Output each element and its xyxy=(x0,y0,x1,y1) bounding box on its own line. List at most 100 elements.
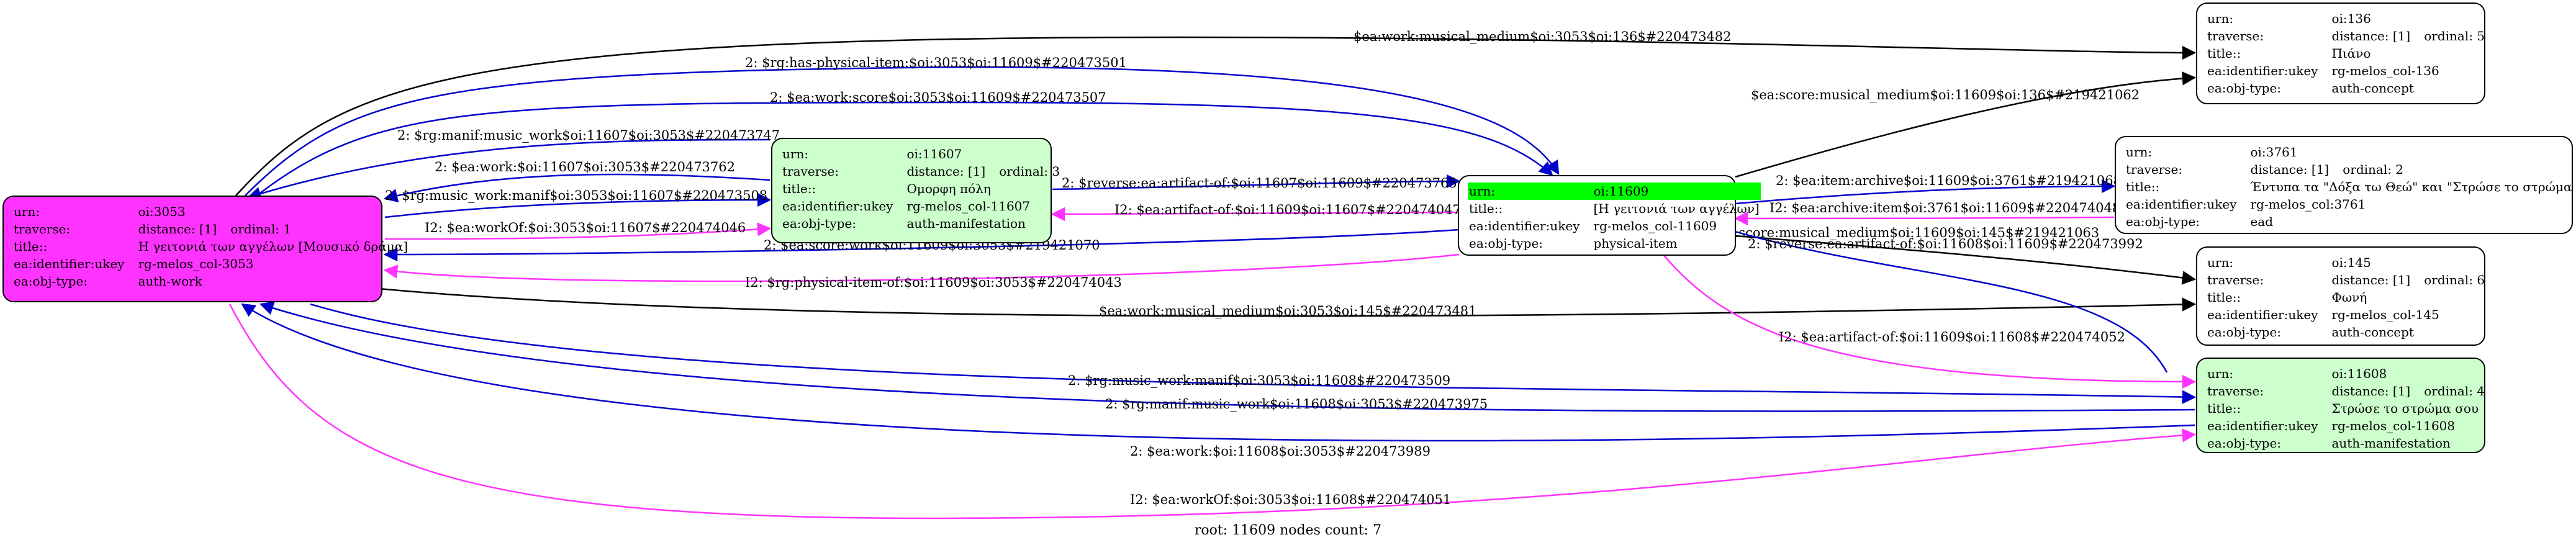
edge-label: 2: $ea:work:$oi:11607$oi:3053$#220473762 xyxy=(435,160,735,174)
value-objtype: auth-manifestation xyxy=(906,216,1026,231)
edge-e7: I2: $ea:workOf:$oi:3053$oi:11607$#220474… xyxy=(384,220,772,240)
value-traverse: distance: [1] xyxy=(906,164,986,179)
value-traverse: distance: [1] xyxy=(2331,272,2411,287)
key-traverse: traverse: xyxy=(782,164,839,179)
key-title: title:: xyxy=(782,181,816,196)
value-traverse: distance: [1] xyxy=(138,222,217,236)
key-traverse: traverse: xyxy=(2207,384,2264,399)
value-traverse: distance: [1] xyxy=(2250,162,2330,177)
edge-label: I2: $ea:archive:item$oi:3761$oi:11609$#2… xyxy=(1769,200,2120,215)
value-title: Στρώσε το στρώμα σου xyxy=(2331,401,2479,416)
key-traverse: traverse: xyxy=(2207,29,2264,43)
key-objtype: ea:obj-type: xyxy=(2207,325,2282,340)
edge-label: 2: $rg:manif:music_work$oi:11608$oi:3053… xyxy=(1105,397,1488,412)
value-identifier: rg-melos_col-11607 xyxy=(906,199,1031,214)
key-traverse: traverse: xyxy=(2207,272,2264,287)
value-objtype: physical-item xyxy=(1593,236,1678,251)
key-objtype: ea:obj-type: xyxy=(2126,214,2200,229)
value-title: Έντυπα τα "Δόξα τω Θεώ" και "Στρώσε το σ… xyxy=(2250,179,2576,194)
node-oi-11608[interactable]: urn: oi:11608 traverse: distance: [1] ordin… xyxy=(2196,358,2485,453)
edge-e15: $ea:score:musical_medium$oi:11609$oi:145… xyxy=(1711,225,2197,285)
value-ordinal: ordinal: 2 xyxy=(2343,162,2404,177)
key-identifier: ea:identifier:ukey xyxy=(2207,418,2318,433)
node-oi-3761[interactable]: urn: oi:3761 traverse: distance: [1] ordina… xyxy=(2115,136,2576,234)
edge-e3: 2: $ea:work:score$oi:3053$oi:11609$#2204… xyxy=(254,90,1553,198)
node-oi-3053[interactable]: urn:oi:3053 traverse:distance: [1]ordina… xyxy=(2,196,408,302)
edge-label: $ea:work:musical_medium$oi:3053$oi:145$#… xyxy=(1099,304,1477,318)
edge-e18: I2: $ea:artifact-of:$oi:11609$oi:11608$#… xyxy=(1648,235,2197,389)
key-urn: urn: xyxy=(2126,145,2153,160)
edge-e2: 2: $rg:has-physical-item:$oi:3053$oi:116… xyxy=(245,55,1560,196)
key-title: title:: xyxy=(2126,179,2160,194)
value-ordinal: ordinal: 4 xyxy=(2424,384,2485,399)
key-objtype: ea:obj-type: xyxy=(1469,236,1543,251)
key-title: title:: xyxy=(2207,290,2241,305)
value-objtype: auth-concept xyxy=(2331,325,2414,340)
edge-label: 2: $rg:has-physical-item:$oi:3053$oi:116… xyxy=(745,55,1127,70)
value-identifier: rg-melos_col-136 xyxy=(2331,63,2439,78)
key-urn: urn: xyxy=(14,204,40,219)
edge-e16: $ea:work:musical_medium$oi:3053$oi:145$#… xyxy=(378,287,2197,318)
key-objtype: ea:obj-type: xyxy=(14,274,88,289)
key-title: title:: xyxy=(14,239,48,254)
value-title: Ομορφη πόλη xyxy=(906,181,991,196)
key-objtype: ea:obj-type: xyxy=(782,216,857,231)
edge-e19: 2: $rg:music_work:manif$oi:3053$oi:11608… xyxy=(310,303,2197,404)
node-oi-145[interactable]: urn:oi:145 traverse:distance: [1]ordinal… xyxy=(2196,246,2485,346)
edge-e11: I2: $rg:physical-item-of:$oi:11609$oi:30… xyxy=(383,253,1460,290)
edge-label: 2: $ea:item:archive$oi:11609$oi:3761$#21… xyxy=(1776,173,2122,188)
value-objtype: auth-concept xyxy=(2331,81,2414,96)
value-title: [Η γειτονιά των αγγέλων] xyxy=(1593,201,1760,216)
key-urn: urn: xyxy=(2207,11,2234,26)
key-urn: urn: xyxy=(2207,366,2234,381)
value-urn: oi:11608 xyxy=(2331,366,2387,381)
edge-e13: 2: $ea:item:archive$oi:11609$oi:3761$#21… xyxy=(1735,173,2122,205)
edge-e1: $ea:work:musical_medium$oi:3053$oi:136$#… xyxy=(235,29,2197,196)
value-urn: oi:11609 xyxy=(1592,182,1761,200)
value-objtype: auth-manifestation xyxy=(2331,436,2451,451)
value-objtype: auth-work xyxy=(138,274,202,289)
edge-label: I2: $ea:artifact-of:$oi:11609$oi:11608$#… xyxy=(1779,330,2125,345)
edge-label: 2: $ea:work:score$oi:3053$oi:11609$#2204… xyxy=(770,90,1106,105)
value-traverse: distance: [1] xyxy=(2331,29,2411,43)
edge-label: I2: $ea:workOf:$oi:3053$oi:11607$#220474… xyxy=(425,220,746,235)
value-identifier: rg-melos_col-11609 xyxy=(1593,218,1717,233)
edge-label: $ea:work:musical_medium$oi:3053$oi:136$#… xyxy=(1354,29,1732,44)
key-urn: urn: xyxy=(782,146,809,161)
key-title: title:: xyxy=(1469,201,1503,216)
key-identifier: ea:identifier:ukey xyxy=(2207,63,2318,78)
key-objtype: ea:obj-type: xyxy=(2207,436,2282,451)
value-traverse: distance: [1] xyxy=(2331,384,2411,399)
edge-label: I2: $ea:workOf:$oi:3053$oi:11608$#220474… xyxy=(1130,492,1451,507)
value-title: Πιάνο xyxy=(2331,46,2371,61)
edge-label: I2: $rg:physical-item-of:$oi:11609$oi:30… xyxy=(745,275,1122,290)
edge-e17: 2: $reverse:ea:artifact-of:$oi:11608$oi:… xyxy=(1668,207,2168,373)
value-urn: oi:136 xyxy=(2331,11,2371,26)
edge-e22: I2: $ea:workOf:$oi:3053$oi:11608$#220474… xyxy=(228,304,2197,520)
value-identifier: rg-melos_col:3761 xyxy=(2250,197,2366,212)
value-ordinal: ordinal: 1 xyxy=(230,222,292,236)
edge-label: $ea:score:musical_medium$oi:11609$oi:136… xyxy=(1751,88,2140,102)
edge-e5: 2: $ea:work:$oi:11607$oi:3053$#220473762 xyxy=(383,160,771,203)
key-identifier: ea:identifier:ukey xyxy=(782,199,893,214)
graph-footer: root: 11609 nodes count: 7 xyxy=(1194,523,1382,538)
edge-e12: $ea:score:musical_medium$oi:11609$oi:136… xyxy=(1735,71,2197,178)
value-identifier: rg-melos_col-3053 xyxy=(138,256,254,271)
edge-label: 2: $reverse:ea:artifact-of:$oi:11607$oi:… xyxy=(1062,176,1457,191)
edge-e14: I2: $ea:archive:item$oi:3761$oi:11609$#2… xyxy=(1733,200,2120,226)
value-urn: oi:3761 xyxy=(2250,145,2298,160)
edge-label: 2: $reverse:ea:artifact-of:$oi:11608$oi:… xyxy=(1748,236,2143,251)
key-urn: urn: xyxy=(2207,255,2234,270)
key-traverse: traverse: xyxy=(2126,162,2183,177)
edge-e8: 2: $reverse:ea:artifact-of:$oi:11607$oi:… xyxy=(1052,174,1461,191)
value-urn: oi:3053 xyxy=(138,204,186,219)
node-oi-11607[interactable]: urn:oi:11607 traverse:distance: [1]ordin… xyxy=(771,138,1060,243)
node-oi-136[interactable]: urn:oi:136 traverse:distance: [1]ordinal… xyxy=(2196,2,2485,104)
value-title: Η γειτονιά των αγγέλων [Μουσικό δράμα] xyxy=(138,239,409,254)
key-objtype: ea:obj-type: xyxy=(2207,81,2282,96)
node-oi-11609-root[interactable]: urn:oi:11609 title::[Η γειτονιά των αγγέ… xyxy=(1458,175,1761,256)
key-identifier: ea:identifier:ukey xyxy=(2207,307,2318,322)
value-objtype: ead xyxy=(2250,214,2274,229)
edge-label: 2: $rg:music_work:manif$oi:3053$oi:11608… xyxy=(1068,373,1450,388)
